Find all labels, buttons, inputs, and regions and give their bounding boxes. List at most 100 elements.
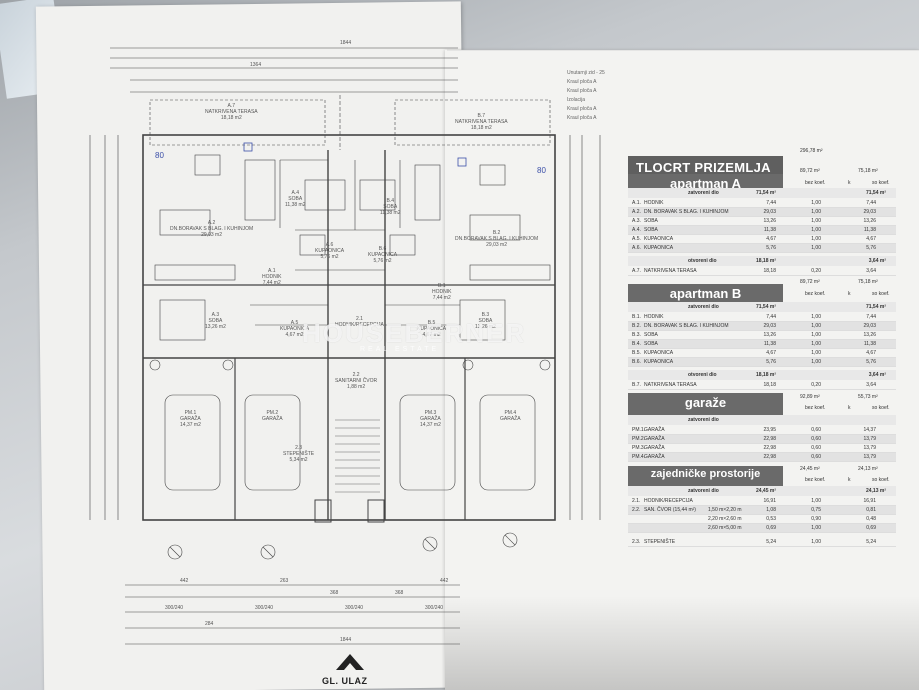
group-row: zatvoreni dio 71,54 m² 71,54 m² xyxy=(628,188,896,198)
paper-shadow xyxy=(445,596,919,690)
dim-bottom: 263 xyxy=(280,578,289,584)
section-total-bez: 89,72 m² xyxy=(800,168,820,174)
dim-bottom: 1844 xyxy=(340,637,352,643)
dim-bottom: 368 xyxy=(330,590,339,596)
watermark-logo: HOUSEBERNER xyxy=(302,318,527,348)
col-header: bez koef. xyxy=(805,291,826,297)
dim-bottom: 300/240 xyxy=(165,605,184,611)
plan-note: Kraul ploča A xyxy=(567,106,597,112)
entrance-label: GL. ULAZ xyxy=(322,676,368,686)
section-total-bez: 92,89 m² xyxy=(800,394,820,400)
section-header: garaže xyxy=(628,393,783,415)
dim-bottom: 368 xyxy=(395,590,404,596)
group-row: zatvoreni dio 71,54 m² 71,54 m² xyxy=(628,302,896,312)
col-header: so koef. xyxy=(872,291,890,297)
svg-text:80: 80 xyxy=(537,166,546,175)
col-header: bez koef. xyxy=(805,477,826,483)
group-row: otvoreni dio 18,18 m² 3,64 m² xyxy=(628,256,896,266)
dim-bottom: 442 xyxy=(180,578,189,584)
col-header: k xyxy=(848,477,851,483)
entrance-arrow-inner xyxy=(344,663,356,670)
svg-text:80: 80 xyxy=(155,151,164,160)
section-total-so: 55,73 m² xyxy=(858,394,878,400)
dim-bottom: 300/240 xyxy=(345,605,364,611)
section-total-bez: 89,72 m² xyxy=(800,279,820,285)
dim-bottom: 300/240 xyxy=(255,605,274,611)
dim-total-top: 1844 xyxy=(340,40,352,46)
group-row: otvoreni dio 18,18 m² 3,64 m² xyxy=(628,370,896,380)
section-header: apartman B xyxy=(628,284,783,304)
total-area: 296,78 m² xyxy=(800,148,823,154)
section-total-so: 75,18 m² xyxy=(858,279,878,285)
plan-note: Izolacija xyxy=(567,97,586,103)
group-row: zatvoreni dio xyxy=(628,415,896,425)
section-total-bez: 24,45 m² xyxy=(800,466,820,472)
watermark-subtitle: REAL ESTATE xyxy=(360,346,440,353)
col-header: so koef. xyxy=(872,477,890,483)
col-header: k xyxy=(848,405,851,411)
group-row: zatvoreni dio 24,45 m² 24,13 m² xyxy=(628,486,896,496)
dim-inner-top: 1364 xyxy=(250,62,262,68)
plan-note: Kraul ploča A xyxy=(567,79,597,85)
plan-note: Unutarnji zid - 25 xyxy=(567,70,605,76)
col-header: k xyxy=(848,291,851,297)
plan-note: Kraul ploča A xyxy=(567,88,597,94)
dim-bottom: 284 xyxy=(205,621,214,627)
entrance-arrow-icon xyxy=(336,654,364,670)
plan-note: Kraul ploča A xyxy=(567,115,597,121)
col-header: so koef. xyxy=(872,180,890,186)
dim-bottom: 300/240 xyxy=(425,605,444,611)
col-header: k xyxy=(848,180,851,186)
dim-bottom: 442 xyxy=(440,578,449,584)
col-header: bez koef. xyxy=(805,180,826,186)
col-header: bez koef. xyxy=(805,405,826,411)
section-total-so: 24,13 m² xyxy=(858,466,878,472)
col-header: so koef. xyxy=(872,405,890,411)
section-header: zajedničke prostorije xyxy=(628,466,783,486)
